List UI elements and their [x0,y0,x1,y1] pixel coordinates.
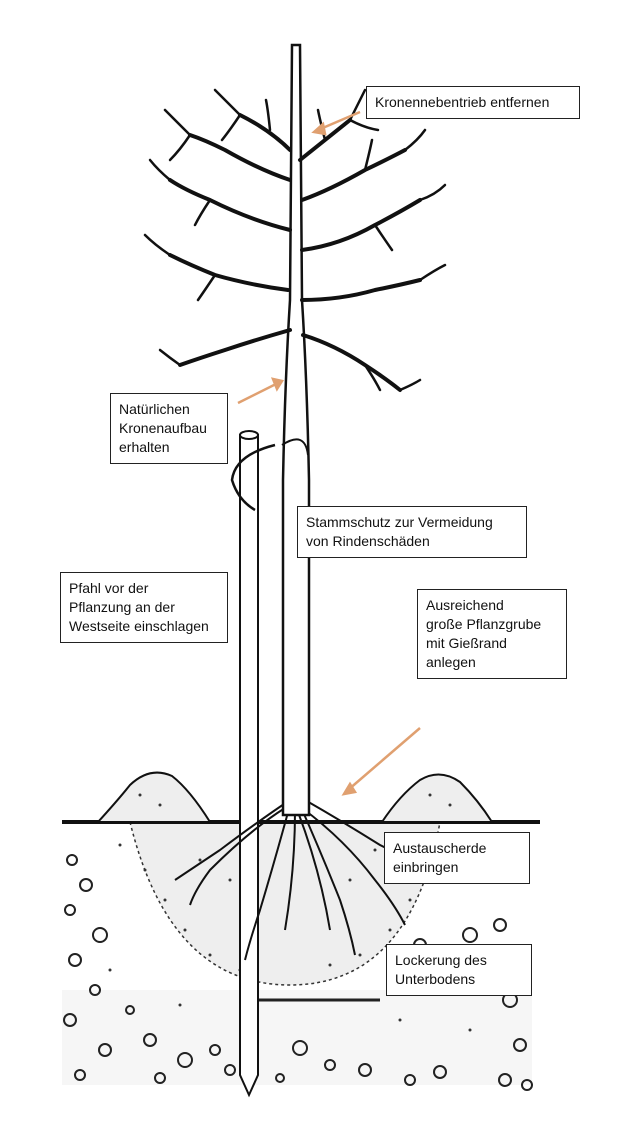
label-line: einbringen [393,858,521,877]
label-pflanzgrube: Ausreichend große Pflanzgrube mit Gießra… [417,589,567,679]
label-stammschutz: Stammschutz zur Vermeidung von Rindensch… [297,506,527,558]
subsoil-band [62,990,532,1085]
label-unterboden: Lockerung des Unterbodens [386,944,532,996]
label-kronennebentrieb: Kronennebentrieb entfernen [366,86,580,119]
label-line: Westseite einschlagen [69,617,219,636]
label-pfahl: Pfahl vor der Pflanzung an der Westseite… [60,572,228,643]
label-line: Kronenaufbau [119,419,219,438]
label-line: Pflanzung an der [69,598,219,617]
label-line: Pfahl vor der [69,579,219,598]
label-line: von Rindenschäden [306,532,518,551]
label-line: Lockerung des [395,951,523,970]
label-line: Ausreichend [426,596,558,615]
label-line: Unterbodens [395,970,523,989]
right-mound [382,774,492,822]
label-kronenaufbau: Natürlichen Kronenaufbau erhalten [110,393,228,464]
label-line: erhalten [119,438,219,457]
left-mound [98,773,210,822]
label-line: Natürlichen [119,400,219,419]
label-line: anlegen [426,653,558,672]
label-line: Kronennebentrieb entfernen [375,93,571,112]
label-line: Stammschutz zur Vermeidung [306,513,518,532]
label-line: große Pflanzgrube [426,615,558,634]
label-line: Austauscherde [393,839,521,858]
label-austauscherde: Austauscherde einbringen [384,832,530,884]
stake-icon [240,431,258,1095]
label-line: mit Gießrand [426,634,558,653]
